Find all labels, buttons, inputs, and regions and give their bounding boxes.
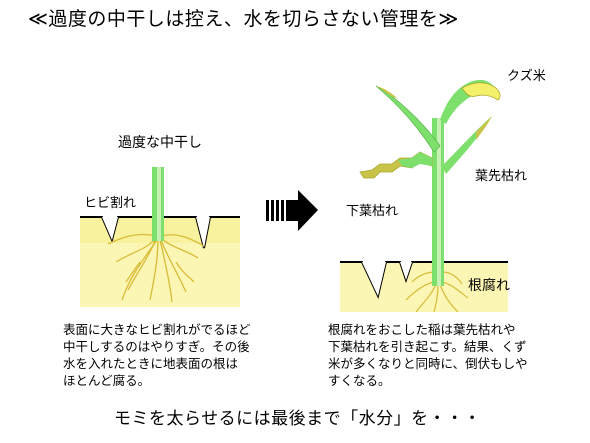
right-soil: [340, 261, 508, 312]
root-rot-label: 根腐れ: [468, 278, 510, 294]
right-plant: [359, 79, 501, 286]
left-heading: 過度な中干し: [118, 135, 202, 151]
lower-leaf-wither-label: 下葉枯れ: [346, 204, 399, 219]
page-title: ≪過度の中干しは控え、水を切らさない管理を≫: [28, 8, 459, 30]
left-description: 表面に大きなヒビ割れがでるほど 中干しするのはやりすぎ。その後 水を入れたときに…: [63, 322, 251, 388]
leaf-tip-wither-label: 葉先枯れ: [475, 169, 528, 184]
arrow-icon: [266, 190, 318, 231]
crack-label: ヒビ割れ: [84, 196, 137, 211]
left-stem: [152, 167, 164, 241]
kuzumai-label: クズ米: [507, 69, 546, 84]
footer-message: モミを太らせるには最後まで「水分」を・・・: [114, 409, 482, 429]
right-description: 根腐れをおこした稲は葉先枯れや 下葉枯れを引き起こす。結果、くず 米が多くなりと…: [328, 322, 528, 388]
right-roots: [405, 271, 469, 313]
